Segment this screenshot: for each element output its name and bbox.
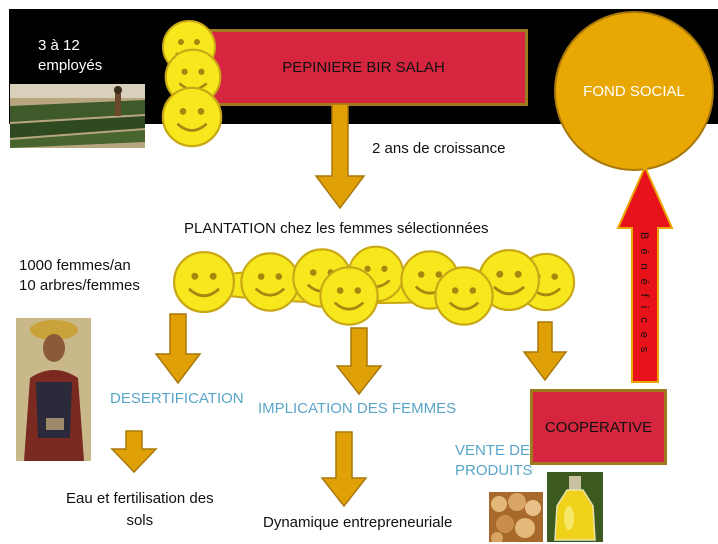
- women-per-year: 1000 femmes/an: [19, 257, 131, 274]
- desertification-arrow: [154, 313, 202, 385]
- plantation-smiley: [434, 266, 494, 326]
- growth-label: 2 ans de croissance: [372, 140, 506, 157]
- water-fertilisation-line1: Eau et fertilisation des: [66, 490, 214, 507]
- nursery-label: PEPINIERE BIR SALAH: [282, 59, 445, 76]
- benefits-arrow: [616, 164, 674, 383]
- entrepreneurship-arrow: [320, 431, 368, 508]
- plantation-smiley: [172, 250, 236, 314]
- plantation-label: PLANTATION chez les femmes sélectionnées: [184, 220, 489, 237]
- benefits-label: Bénéfices: [638, 232, 650, 361]
- entrepreneurship-label: Dynamique entrepreneuriale: [263, 514, 453, 531]
- desertification-label: DESERTIFICATION: [110, 390, 244, 407]
- women-involvement-label: IMPLICATION DES FEMMES: [258, 400, 457, 417]
- product-sales-line1: VENTE DE: [455, 442, 531, 459]
- product-sales-label: VENTE DE PRODUITS: [455, 441, 533, 481]
- women-involvement-arrow: [335, 327, 383, 396]
- employees-count-line2: employés: [38, 57, 103, 74]
- employees-count-label: 3 à 12 employés: [38, 36, 102, 76]
- cooperative-box: COOPERATIVE: [530, 389, 667, 465]
- nursery-photo: [10, 84, 145, 148]
- plantation-smiley: [240, 252, 300, 312]
- nursery-smiley-3: [161, 86, 223, 148]
- argan-oil-bottle-photo: [547, 472, 603, 542]
- growth-arrow: [314, 103, 366, 210]
- social-fund-label: FOND SOCIAL: [583, 82, 685, 100]
- nursery-box: PEPINIERE BIR SALAH: [199, 29, 528, 106]
- water-fertilisation-line2: sols: [126, 512, 154, 529]
- woman-photo: [16, 318, 91, 461]
- social-fund-circle: FOND SOCIAL: [554, 11, 714, 171]
- water-fertilisation-label: Eau et fertilisation des sols: [66, 488, 214, 532]
- cooperative-label: COOPERATIVE: [544, 418, 653, 436]
- argan-kernels-photo: [489, 492, 543, 542]
- plantation-smiley: [319, 266, 379, 326]
- cooperative-arrow: [522, 321, 568, 382]
- trees-per-woman: 10 arbres/femmes: [19, 277, 140, 294]
- water-fertilisation-arrow: [110, 430, 158, 474]
- women-stats-label: 1000 femmes/an 10 arbres/femmes: [19, 256, 140, 296]
- plantation-smileys: [172, 245, 576, 326]
- employees-count-line1: 3 à 12: [38, 37, 80, 54]
- product-sales-line2: PRODUITS: [455, 462, 533, 479]
